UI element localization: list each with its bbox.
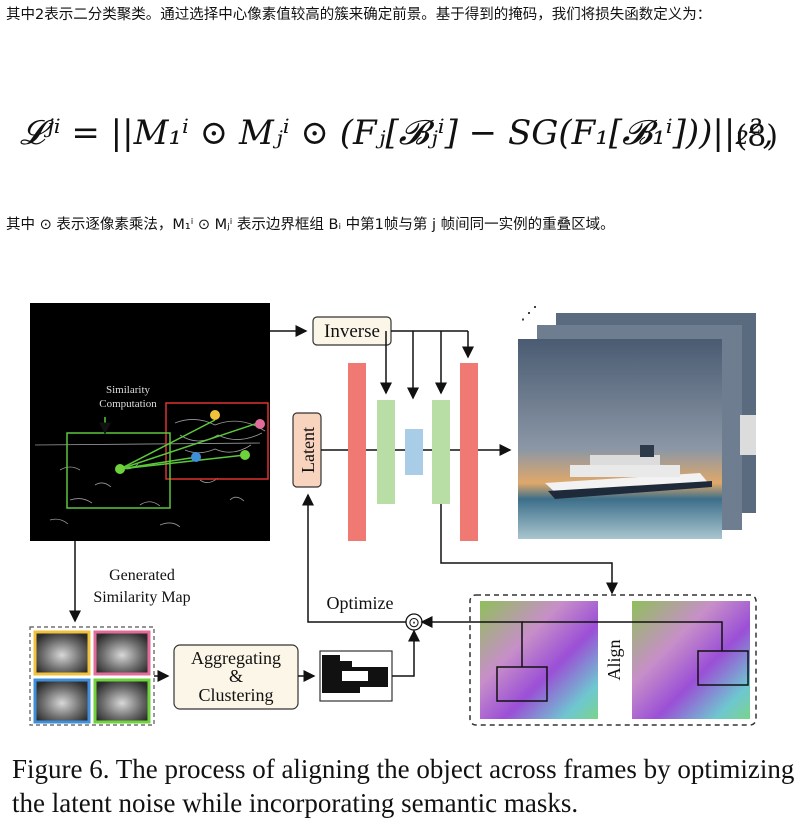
label-inverse: Inverse [324, 321, 380, 342]
feature-image: Similarity Computation [30, 303, 270, 541]
inverse-box: Inverse [312, 316, 392, 346]
unet-block-blue-mid [405, 429, 423, 475]
frames-ellipsis: ⋰ [520, 303, 538, 323]
label-clustering: Clustering [199, 685, 274, 705]
equation-8: 𝓛ʲⁱ = ||M₁ⁱ ⊙ Mⱼⁱ ⊙ (Fⱼ[𝓑ⱼⁱ] − SG(F₁[𝓑₁ⁱ… [0, 105, 806, 175]
paragraph-odot: 其中 ⊙ 表示逐像素乘法，M₁ⁱ ⊙ Mⱼⁱ 表示边界框组 Bᵢ 中第1帧与第 … [6, 217, 615, 233]
similarity-dot-green [240, 450, 250, 460]
sim-map-blue [33, 678, 91, 724]
unet-block-red-left [348, 363, 366, 541]
sim-map-green [93, 678, 151, 724]
label-similarity-1: Similarity [106, 384, 151, 396]
figure-6-diagram: Similarity Computation Inverse Latent ⋰ [29, 303, 757, 726]
label-aggregating: Aggregating [191, 648, 281, 668]
flow-image-right [632, 601, 750, 719]
similarity-dot-blue [191, 452, 201, 462]
label-similarity-2: Computation [99, 398, 157, 410]
label-generated-2: Similarity Map [93, 589, 190, 606]
unet-block-green-right [432, 400, 450, 504]
label-odot: ⊙ [408, 616, 420, 631]
label-align: Align [604, 639, 624, 680]
unet-block-red-right [460, 363, 478, 541]
aggregating-box: Aggregating & Clustering [173, 644, 299, 710]
similarity-dot-yellow [210, 410, 220, 420]
equation-body: 𝓛ʲⁱ = ||M₁ⁱ ⊙ Mⱼⁱ ⊙ (Fⱼ[𝓑ⱼⁱ] − SG(F₁[𝓑₁ⁱ… [20, 113, 773, 153]
equation-rhs: = ||M₁ⁱ ⊙ Mⱼⁱ ⊙ (Fⱼ[𝓑ⱼⁱ] − SG(F₁[𝓑₁ⁱ]))|… [71, 113, 774, 153]
flow-image-left [480, 601, 598, 719]
label-latent: Latent [298, 427, 318, 473]
sim-map-yellow [33, 630, 91, 676]
binary-mask [319, 650, 393, 702]
unet-block-green-left [377, 400, 395, 504]
output-frames: ⋰ [518, 303, 756, 539]
equation-number: (8) [735, 119, 779, 154]
similarity-maps-panel [29, 626, 155, 726]
figure-caption: Figure 6. The process of aligning the ob… [12, 754, 795, 818]
similarity-dot-pink [255, 419, 265, 429]
label-optimize: Optimize [327, 593, 394, 613]
similarity-dot-green-query [115, 464, 125, 474]
paragraph-intro: 其中2表示二分类聚类。通过选择中心像素值较高的簇来确定前景。基于得到的掩码，我们… [6, 7, 712, 23]
label-ampersand: & [229, 666, 243, 686]
equation-lhs: 𝓛ʲⁱ [20, 113, 61, 153]
label-generated-1: Generated [109, 567, 175, 584]
latent-box: Latent [292, 412, 322, 488]
flow-panel: Align [469, 594, 757, 726]
sim-map-pink [93, 630, 151, 676]
cruise-ship [545, 445, 712, 499]
